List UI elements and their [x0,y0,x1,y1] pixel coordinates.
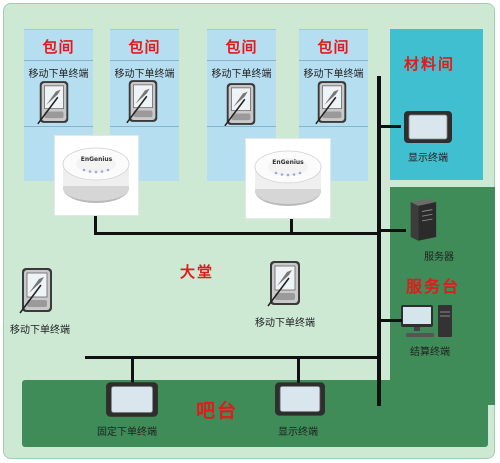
room-title: 包间 [225,38,258,56]
link-to-fixed-terminal [131,356,134,383]
room-divider [207,60,276,61]
bar-display-icon [274,381,326,417]
access-point-2: EnGenius [246,139,330,218]
display-terminal-label: 显示终端 [408,153,448,164]
room-divider [299,126,368,127]
room-divider [24,126,93,127]
service-desk: 服务台 [390,187,495,405]
pda-icon [313,78,351,126]
checkout-pc-icon [400,303,456,339]
pda-icon [222,80,260,128]
pda-icon [16,265,58,315]
mobile-terminal-label: 移动下单终端 [255,318,315,329]
fixed-terminal-icon [105,381,159,418]
checkout-terminal-label: 结算终端 [410,347,450,358]
access-point-1: EnGenius [55,136,138,215]
device-label: 移动下单终端 [28,69,89,80]
link-to-ap-1 [94,210,97,235]
link-to-display [380,125,401,128]
backbone-line [377,76,381,406]
ap-brand: EnGenius [272,159,304,166]
material-room-title: 材料间 [404,55,456,73]
bar-title: 吧台 [196,400,239,422]
room-title: 包间 [128,38,161,56]
server-icon [405,198,439,242]
service-desk-title: 服务台 [406,277,461,296]
device-label: 移动下单终端 [303,69,364,80]
pda-icon [124,77,162,125]
fixed-terminal-label: 固定下单终端 [97,427,157,438]
pda-icon [35,78,73,126]
lower-bus-line [85,356,380,359]
link-to-bar-display [297,356,300,383]
link-to-server [380,229,406,232]
link-to-checkout [380,319,402,322]
access-point-icon [56,136,136,212]
device-label: 移动下单终端 [114,69,175,80]
room-divider [299,60,368,61]
pda-icon [264,258,306,308]
server-label: 服务器 [424,252,454,263]
display-terminal-icon [403,110,453,144]
room-title: 包间 [317,38,350,56]
room-divider [110,126,179,127]
bar-counter [22,380,488,447]
room-title: 包间 [42,38,75,56]
link-to-ap-2 [290,210,293,235]
ap-brand: EnGenius [80,156,113,163]
access-point-icon [248,139,328,215]
material-room: 材料间 显示终端 [390,29,483,180]
upper-bus-line [94,232,380,235]
device-label: 移动下单终端 [211,69,272,80]
mobile-terminal-label: 移动下单终端 [10,325,70,336]
room-divider [24,60,93,61]
room-divider [110,60,179,61]
hall-title: 大堂 [180,263,215,281]
bar-display-label: 显示终端 [278,427,318,438]
room-divider [207,126,276,127]
